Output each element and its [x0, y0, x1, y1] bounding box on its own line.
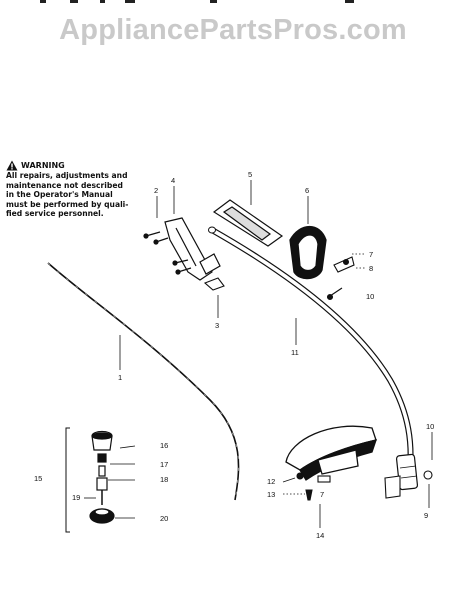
- callout-7-top: 7: [369, 250, 373, 259]
- part-drive-shaft[interactable]: [47, 262, 240, 501]
- callout-8-top: 8: [369, 264, 373, 273]
- callout-13: 13: [267, 490, 275, 499]
- part-spool-assembly[interactable]: [89, 430, 115, 524]
- callout-18: 18: [160, 475, 168, 484]
- part-guard-hardware[interactable]: [296, 470, 433, 501]
- callout-12: 12: [267, 477, 275, 486]
- callout-14: 14: [316, 531, 324, 540]
- callout-15: 15: [34, 474, 42, 483]
- part-screws[interactable]: [143, 231, 192, 275]
- part-clip[interactable]: [203, 277, 225, 291]
- callout-17: 17: [160, 460, 168, 469]
- callout-16: 16: [160, 441, 168, 450]
- callout-10-bottom: 10: [426, 422, 434, 431]
- warning-triangle-icon: [6, 160, 18, 171]
- warning-line: fied service personnel.: [6, 209, 104, 219]
- part-loop-handle[interactable]: [289, 225, 327, 280]
- callout-3: 3: [215, 321, 219, 330]
- callout-19: 19: [72, 493, 80, 502]
- warning-line: All repairs, adjustments and: [6, 171, 128, 180]
- callout-20: 20: [160, 514, 168, 523]
- callout-6: 6: [305, 186, 309, 195]
- callout-leaders: [84, 180, 433, 528]
- warning-line: must be performed by quali-: [6, 199, 129, 209]
- watermark-logo: AppliancePartsPros.com: [59, 14, 407, 46]
- callout-2: 2: [154, 186, 158, 195]
- callout-4: 4: [171, 176, 175, 185]
- part-tube-coupling[interactable]: [395, 453, 419, 491]
- group-bracket-15: [65, 427, 70, 533]
- warning-title: WARNING: [21, 160, 65, 170]
- warning-line: maintenance not described: [6, 180, 123, 190]
- warning-heading: WARNING: [6, 160, 156, 171]
- warning-line: in the Operator's Manual: [6, 190, 113, 200]
- callout-5: 5: [248, 170, 252, 179]
- part-grip-plate[interactable]: [212, 199, 284, 247]
- callout-9: 9: [424, 511, 428, 520]
- callout-10-top: 10: [366, 292, 374, 301]
- warning-notice: WARNING All repairs, adjustments and mai…: [6, 160, 156, 219]
- part-trimmer-guard[interactable]: [285, 425, 377, 481]
- callout-7-bottom: 7: [320, 490, 324, 499]
- part-handle-hardware[interactable]: [326, 256, 355, 301]
- cropped-header-text: [40, 0, 354, 3]
- callout-11: 11: [291, 348, 299, 357]
- part-handle-bracket[interactable]: [164, 217, 221, 281]
- callout-1: 1: [118, 373, 122, 382]
